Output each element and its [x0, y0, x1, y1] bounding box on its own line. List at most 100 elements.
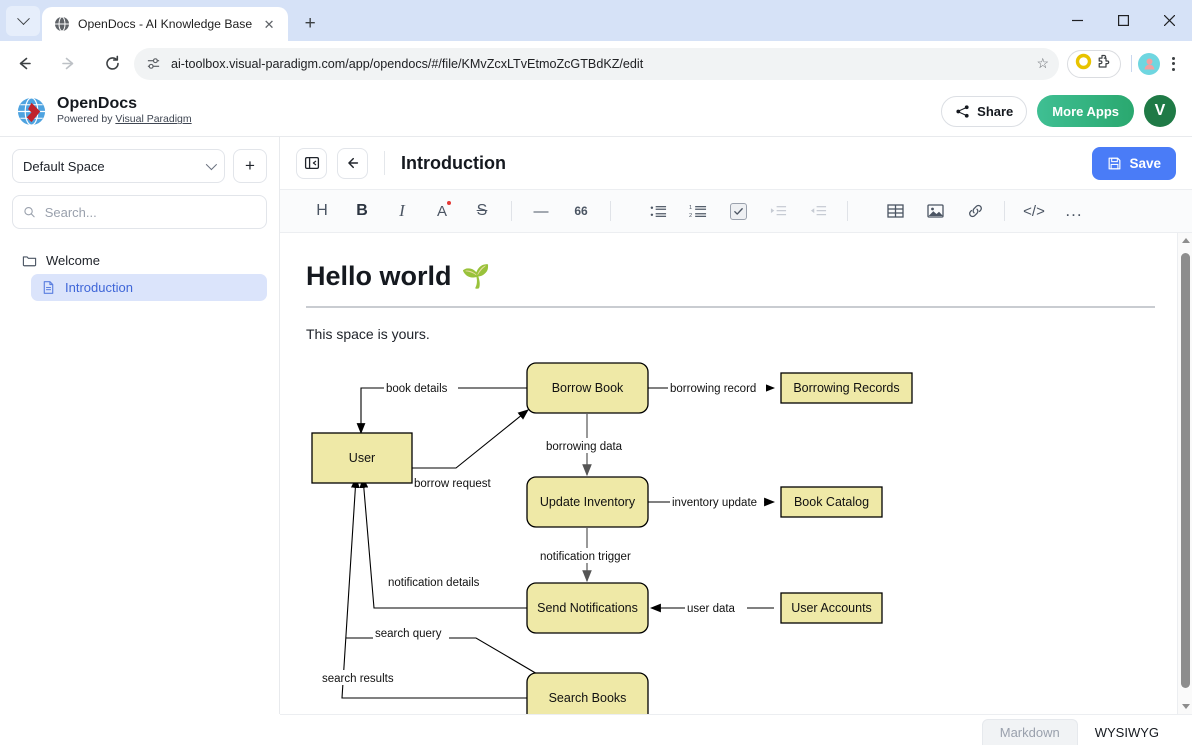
flow-label: inventory update	[672, 497, 757, 509]
window-controls	[1054, 0, 1192, 41]
italic-button[interactable]: I	[382, 196, 422, 226]
avatar[interactable]: V	[1144, 95, 1176, 127]
browser-tab[interactable]: OpenDocs - AI Knowledge Base ✕	[42, 7, 289, 41]
back-arrow-icon[interactable]	[8, 48, 40, 80]
code-block-button[interactable]: </>	[1014, 196, 1054, 226]
diagram-node-search-books[interactable]: Search Books	[526, 672, 649, 714]
table-button[interactable]	[875, 196, 915, 226]
search-box[interactable]	[12, 195, 267, 229]
svg-text:2: 2	[689, 213, 692, 219]
diagram-node-user[interactable]: User	[311, 432, 413, 484]
bullet-list-button[interactable]	[638, 196, 678, 226]
close-icon[interactable]: ✕	[263, 16, 275, 32]
header-actions: Share More Apps V	[941, 95, 1176, 127]
maximize-icon[interactable]	[1100, 0, 1146, 41]
horizontal-rule-button[interactable]: —	[521, 196, 561, 226]
address-bar[interactable]: ai-toolbox.visual-paradigm.com/app/opend…	[134, 47, 1059, 80]
app-header: OpenDocs Powered by Visual Paradigm Shar…	[0, 86, 1192, 137]
node-label: User	[349, 451, 375, 465]
tab-markdown[interactable]: Markdown	[981, 719, 1078, 745]
code-glyph: </>	[1023, 202, 1045, 220]
close-icon[interactable]	[1146, 0, 1192, 41]
diagram-node-update-inventory[interactable]: Update Inventory	[526, 476, 649, 528]
data-flow-diagram[interactable]: book details borrowing record borrow req…	[306, 348, 1166, 714]
diagram-node-borrow-book[interactable]: Borrow Book	[526, 362, 649, 414]
flow-label: book details	[386, 383, 448, 395]
folder-icon	[22, 256, 37, 267]
diagram-node-user-accounts[interactable]: User Accounts	[780, 592, 883, 624]
vertical-scrollbar[interactable]	[1177, 233, 1192, 714]
blockquote-button[interactable]: 66	[561, 196, 601, 226]
panel-toggle-icon[interactable]	[296, 147, 327, 179]
editor-canvas[interactable]: Hello world 🌱 This space is yours.	[280, 233, 1192, 714]
puzzle-piece-icon[interactable]	[1096, 53, 1113, 75]
share-button[interactable]: Share	[941, 95, 1028, 127]
tree-item-welcome[interactable]: Welcome	[12, 247, 267, 274]
flow-label: borrowing record	[670, 383, 756, 395]
scroll-up-button[interactable]	[1178, 233, 1192, 248]
text-color-button[interactable]: A	[422, 196, 462, 226]
app-subtitle: Powered by Visual Paradigm	[57, 112, 192, 126]
checkbox-icon	[729, 202, 747, 220]
svg-text:1: 1	[689, 205, 692, 211]
add-space-button[interactable]: +	[233, 149, 267, 183]
new-tab-button[interactable]: +	[304, 12, 316, 34]
tune-icon[interactable]	[146, 56, 161, 71]
color-dot-icon	[447, 201, 451, 205]
profile-avatar-icon[interactable]	[1138, 52, 1160, 75]
toolbar-divider	[847, 201, 848, 221]
tab-title: OpenDocs - AI Knowledge Base	[78, 17, 253, 31]
floppy-disk-icon	[1109, 157, 1121, 169]
scroll-down-button[interactable]	[1178, 699, 1192, 714]
diagram-node-borrowing-records[interactable]: Borrowing Records	[780, 372, 913, 404]
more-apps-button[interactable]: More Apps	[1037, 95, 1134, 127]
save-label: Save	[1129, 155, 1161, 171]
outdent-button[interactable]	[798, 196, 838, 226]
blockquote-glyph: 66	[574, 204, 588, 218]
space-selector[interactable]: Default Space	[12, 149, 225, 183]
minimize-icon[interactable]	[1054, 0, 1100, 41]
powered-by-label: Powered by	[57, 113, 116, 126]
scrollbar-thumb[interactable]	[1181, 253, 1190, 688]
tab-strip: OpenDocs - AI Knowledge Base ✕ +	[0, 0, 324, 41]
save-button[interactable]: Save	[1092, 146, 1176, 180]
sidebar: Default Space + Welcome	[0, 137, 280, 745]
yellow-circle-icon[interactable]	[1075, 53, 1092, 75]
back-button[interactable]	[337, 147, 368, 179]
extension-pill	[1067, 49, 1121, 78]
tab-search-button[interactable]	[6, 6, 40, 36]
strikethrough-button[interactable]: S	[462, 196, 502, 226]
node-label: Book Catalog	[794, 495, 869, 509]
tree-item-introduction[interactable]: Introduction	[31, 274, 267, 301]
kebab-menu-icon[interactable]	[1160, 50, 1186, 78]
avatar-initial: V	[1154, 102, 1166, 119]
image-button[interactable]	[915, 196, 955, 226]
more-options-button[interactable]: ...	[1054, 196, 1094, 226]
node-label: Send Notifications	[537, 601, 638, 615]
diagram-node-book-catalog[interactable]: Book Catalog	[780, 486, 883, 518]
indent-button[interactable]	[758, 196, 798, 226]
brand[interactable]: OpenDocs Powered by Visual Paradigm	[16, 95, 192, 127]
link-button[interactable]	[955, 196, 995, 226]
space-label: Default Space	[23, 158, 105, 174]
browser-toolbar: ai-toolbox.visual-paradigm.com/app/opend…	[0, 41, 1192, 86]
checklist-button[interactable]	[718, 196, 758, 226]
heading-button[interactable]: H	[302, 196, 342, 226]
diagram-node-send-notifications[interactable]: Send Notifications	[526, 582, 649, 634]
bold-button[interactable]: B	[342, 196, 382, 226]
star-icon[interactable]: ☆	[1036, 55, 1049, 71]
visual-paradigm-link[interactable]: Visual Paradigm	[115, 113, 192, 126]
search-input[interactable]	[44, 204, 256, 220]
tab-wysiwyg[interactable]: WYSIWYG	[1077, 719, 1176, 745]
header-divider	[384, 151, 385, 175]
diagram-svg: book details borrowing record borrow req…	[311, 362, 913, 714]
triangle-down-icon	[1181, 704, 1190, 709]
chevron-down-icon	[16, 11, 30, 25]
toolbar-divider	[1004, 201, 1005, 221]
flow-label: search query	[375, 628, 442, 640]
chevron-down-icon	[205, 158, 218, 171]
reload-icon[interactable]	[96, 48, 128, 80]
